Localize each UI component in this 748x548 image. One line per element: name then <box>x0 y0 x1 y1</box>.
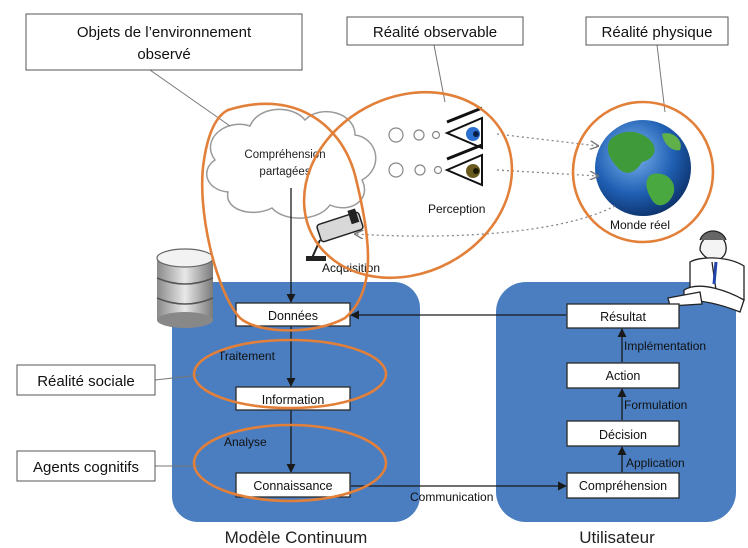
cloud-label-line2: partagées <box>259 166 310 178</box>
ellipse-realite-physique <box>571 100 715 244</box>
label-perception: Perception <box>428 202 485 216</box>
callout-objets-line2: observé <box>137 46 190 63</box>
globe-icon <box>595 120 691 216</box>
ellipse-realite-observable <box>302 90 514 280</box>
label-communication: Communication <box>410 490 493 504</box>
callout-objets-line1: Objets de l’environnement <box>77 24 252 41</box>
callout-realite-sociale-label: Réalité sociale <box>37 373 135 390</box>
callout-agents-cognitifs <box>16 450 156 482</box>
user-figure-icon <box>667 230 745 313</box>
title-modele-continuum: Modèle Continuum <box>225 528 368 547</box>
database-icon <box>156 248 214 328</box>
label-monde-reel: Monde réel <box>610 218 670 232</box>
callout-realite-physique-label: Réalité physique <box>602 24 713 41</box>
label-implementation: Implémentation <box>624 339 706 353</box>
camera-icon <box>306 208 364 261</box>
callout-realite-observable <box>346 16 524 46</box>
label-formulation: Formulation <box>624 398 687 412</box>
label-traitement: Traitement <box>218 349 276 363</box>
thought-bubbles <box>388 127 443 178</box>
label-application: Application <box>626 456 685 470</box>
label-analyse: Analyse <box>224 435 267 449</box>
ellipse-objets-observes <box>200 102 370 332</box>
box-comprehension <box>566 472 680 499</box>
callout-realite-physique <box>585 16 729 46</box>
box-donnees-label: Données <box>268 309 318 323</box>
shared-understanding-cloud <box>205 108 377 219</box>
box-decision-label: Décision <box>599 428 647 442</box>
eye-icon-brown <box>444 143 483 187</box>
label-acquisition: Acquisition <box>322 261 380 275</box>
box-connaissance-label: Connaissance <box>253 479 332 493</box>
box-action-label: Action <box>606 369 641 383</box>
box-connaissance <box>235 472 351 498</box>
box-decision <box>566 420 680 447</box>
box-resultat <box>566 303 680 329</box>
cloud-label-line1: Compréhension <box>244 149 325 161</box>
title-utilisateur: Utilisateur <box>579 528 655 547</box>
box-information <box>235 386 351 411</box>
eye-icon-blue <box>444 106 483 150</box>
callout-objets <box>25 13 303 71</box>
box-action <box>566 362 680 389</box>
callout-realite-sociale <box>16 364 156 396</box>
callout-realite-observable-label: Réalité observable <box>373 24 497 41</box>
right-panel <box>496 282 736 522</box>
box-comprehension-label: Compréhension <box>579 479 667 493</box>
ellipse-agents-cognitifs <box>192 423 388 503</box>
box-resultat-label: Résultat <box>600 310 646 324</box>
box-information-label: Information <box>262 393 325 407</box>
callout-agents-cognitifs-label: Agents cognitifs <box>33 459 139 476</box>
ellipse-realite-sociale <box>192 338 388 410</box>
